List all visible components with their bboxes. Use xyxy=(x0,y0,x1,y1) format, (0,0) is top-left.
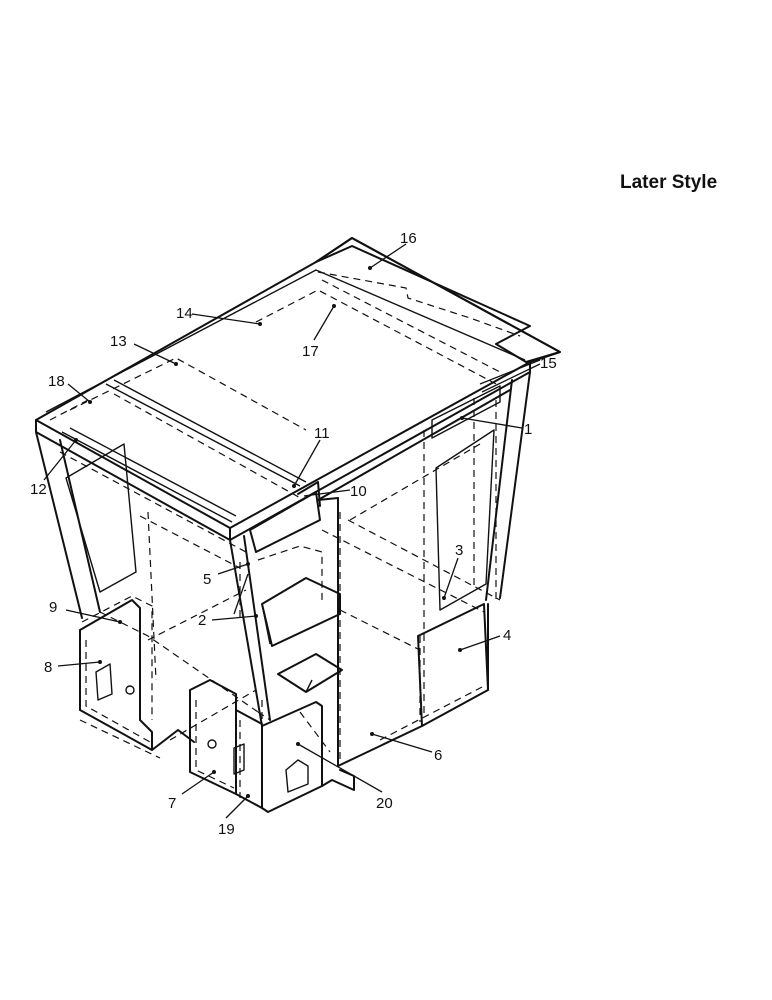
lower-front-box xyxy=(189,679,263,809)
callout-15: 15 xyxy=(540,355,557,372)
hidden-lines xyxy=(59,393,501,760)
callout-18: 18 xyxy=(48,373,65,390)
callout-16: 16 xyxy=(400,230,417,247)
callout-1: 1 xyxy=(524,421,532,438)
callout-13: 13 xyxy=(110,333,127,350)
callout-5: 5 xyxy=(203,571,211,588)
cab-body-outline xyxy=(35,371,531,767)
callout-10: 10 xyxy=(350,483,367,500)
callout-20: 20 xyxy=(376,795,393,812)
callout-19: 19 xyxy=(218,821,235,838)
lower-left-box xyxy=(79,595,195,751)
callout-7: 7 xyxy=(168,795,176,812)
callout-12: 12 xyxy=(30,481,47,498)
callout-14: 14 xyxy=(176,305,193,322)
page-title: Later Style xyxy=(620,172,718,193)
callout-17: 17 xyxy=(302,343,319,360)
callout-labels: 1 2 3 4 5 6 7 8 9 10 11 12 13 14 15 16 1… xyxy=(30,230,557,838)
callout-4: 4 xyxy=(503,627,511,644)
callout-8: 8 xyxy=(44,659,52,676)
callout-3: 3 xyxy=(455,542,463,559)
callout-2: 2 xyxy=(198,612,206,629)
callout-6: 6 xyxy=(434,747,442,764)
callout-9: 9 xyxy=(49,599,57,616)
callout-11: 11 xyxy=(314,425,330,442)
leader-lines xyxy=(43,243,541,819)
